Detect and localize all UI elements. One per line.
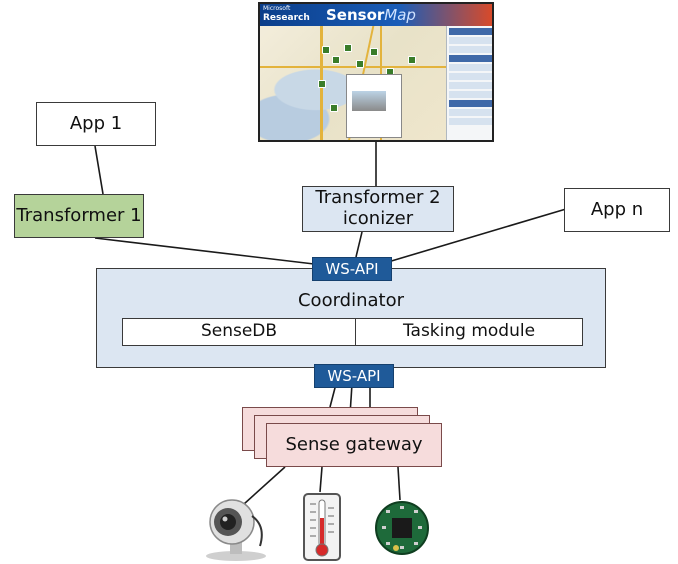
tasking-module-box: Tasking module: [355, 318, 583, 346]
sensedb-label: SenseDB: [200, 321, 278, 342]
sensormap-title-bold: Sensor: [326, 6, 385, 24]
link-appn-wsapi: [387, 208, 567, 263]
sensormap-title-italic: Map: [384, 6, 416, 24]
map-area: [260, 26, 446, 140]
sensormap-side-panel: [446, 26, 492, 140]
map-pin: [318, 80, 326, 88]
sensormap-title: SensorMap: [326, 6, 416, 24]
transformer-2-label: Transformer 2 iconizer: [315, 187, 441, 229]
sensormap-header: Microsoft Research SensorMap: [260, 4, 492, 26]
map-pin: [344, 44, 352, 52]
transformer-2-box: Transformer 2 iconizer: [302, 186, 454, 232]
link-transformer1-wsapi: [94, 237, 315, 265]
sensor-detail-popup: [346, 74, 402, 138]
ws-api-bottom-label: WS-API: [327, 367, 381, 385]
app-1-label: App 1: [69, 112, 123, 134]
sense-gateway-front: Sense gateway: [266, 423, 442, 467]
map-pin: [332, 56, 340, 64]
map-pin: [408, 56, 416, 64]
coordinator-label: Coordinator: [297, 290, 404, 311]
app-n-label: App n: [590, 198, 644, 220]
tasking-module-label: Tasking module: [402, 321, 536, 342]
link-gateway-thermometer: [319, 466, 323, 493]
link-gateway-sensorboard: [397, 466, 401, 501]
map-pin: [370, 48, 378, 56]
link-app1-transformer1: [94, 145, 104, 195]
sensor-board-icon: [375, 501, 429, 555]
ws-api-bottom: WS-API: [314, 364, 394, 388]
sensedb-box: SenseDB: [122, 318, 356, 346]
thermometer-icon: [303, 493, 341, 561]
brand-line-2: Research: [263, 13, 310, 23]
link-gateway-webcam: [243, 466, 286, 505]
map-pin: [330, 104, 338, 112]
popup-thumbnail: [352, 91, 386, 111]
map-pin: [356, 60, 364, 68]
ws-api-top-label: WS-API: [325, 260, 379, 278]
webcam-icon: [206, 499, 266, 561]
app-1-box: App 1: [36, 102, 156, 146]
brand-line-1: Microsoft: [263, 5, 291, 12]
transformer-1-label: Transformer 1: [16, 204, 142, 226]
ws-api-top: WS-API: [312, 257, 392, 281]
sensormap-screenshot: Microsoft Research SensorMap: [258, 2, 494, 142]
map-pin: [322, 46, 330, 54]
sense-gateway-label: Sense gateway: [285, 433, 423, 455]
transformer-1-box: Transformer 1: [14, 194, 144, 238]
app-n-box: App n: [564, 188, 670, 232]
link-transformer2-wsapi: [355, 231, 363, 258]
